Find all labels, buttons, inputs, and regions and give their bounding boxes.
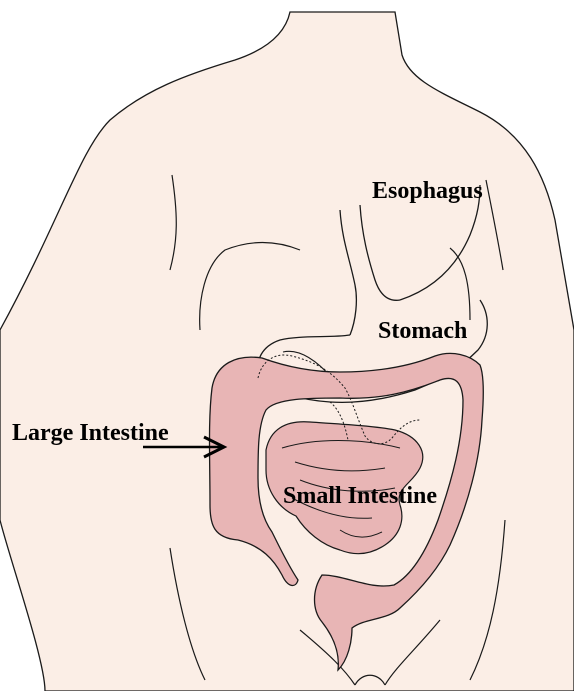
label-large-intestine: Large Intestine [12,420,169,446]
label-stomach: Stomach [378,318,467,344]
label-small-intestine: Small Intestine [283,483,437,509]
label-esophagus: Esophagus [372,178,483,204]
